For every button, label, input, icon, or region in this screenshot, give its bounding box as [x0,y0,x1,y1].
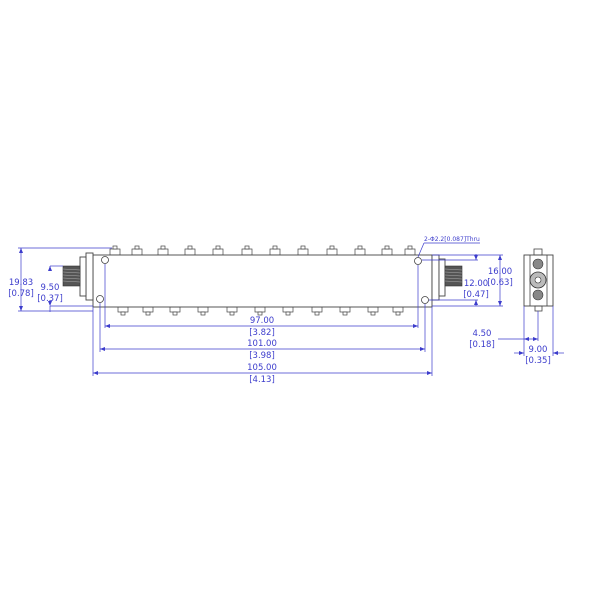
dim-97-mm: 97.00 [250,316,274,326]
tuning-screw [184,245,196,256]
dim-9-50-in: [0.37] [37,294,63,304]
tuning-screw [131,245,143,256]
dim-19-83-in: [0.78] [8,289,34,299]
side-view [523,248,554,312]
tuning-screw [117,306,129,316]
tuning-screw [269,245,281,256]
top-tuning-screws [109,245,416,256]
right-sma-connector [431,254,463,301]
left-sma-connector [62,252,94,301]
tuning-screw [226,306,238,316]
tuning-screw [326,245,338,256]
tuning-screw [197,306,209,316]
tuning-screw [354,245,366,256]
dimension-lines [18,242,564,376]
tuning-screw [212,245,224,256]
tuning-screw [157,245,169,256]
bottom-tuning-screws [117,306,404,316]
mount-hole-bottom-right [421,296,429,304]
dim-101-in: [3.98] [249,351,275,361]
dim-12-in: [0.47] [463,290,489,300]
filter-body [92,254,433,308]
tuning-screw [367,306,379,316]
dim-9-mm: 9.00 [529,345,548,355]
dim-16-mm: 16.00 [488,267,512,277]
dim-101-mm: 101.00 [247,339,277,349]
tuning-screw [109,245,121,256]
tuning-screw [311,306,323,316]
tuning-screw [282,306,294,316]
dim-4-50-mm: 4.50 [473,329,492,339]
dim-19-83-mm: 19.83 [9,278,33,288]
dim-16-in: [0.63] [487,278,513,288]
dim-9-50-mm: 9.50 [41,283,60,293]
dim-105-mm: 105.00 [247,363,277,373]
tuning-screw [381,245,393,256]
tuning-screw [241,245,253,256]
dimension-arrows [19,248,558,375]
dim-105-in: [4.13] [249,375,275,385]
tuning-screw [404,245,416,256]
mount-hole-top-left [101,256,109,264]
dim-4-50-in: [0.18] [469,340,495,350]
hole-note: 2-Φ2.2[0.087]Thru [424,236,480,243]
mount-hole-top-right [414,257,422,265]
dim-9-in: [0.35] [525,356,551,366]
tuning-screw [392,306,404,316]
tuning-screw [297,245,309,256]
tuning-screw [169,306,181,316]
mount-hole-bottom-left [96,295,104,303]
tuning-screw [142,306,154,316]
tuning-screw [254,306,266,316]
dim-97-in: [3.82] [249,328,275,338]
dim-12-mm: 12.00 [464,279,488,289]
tuning-screw [339,306,351,316]
